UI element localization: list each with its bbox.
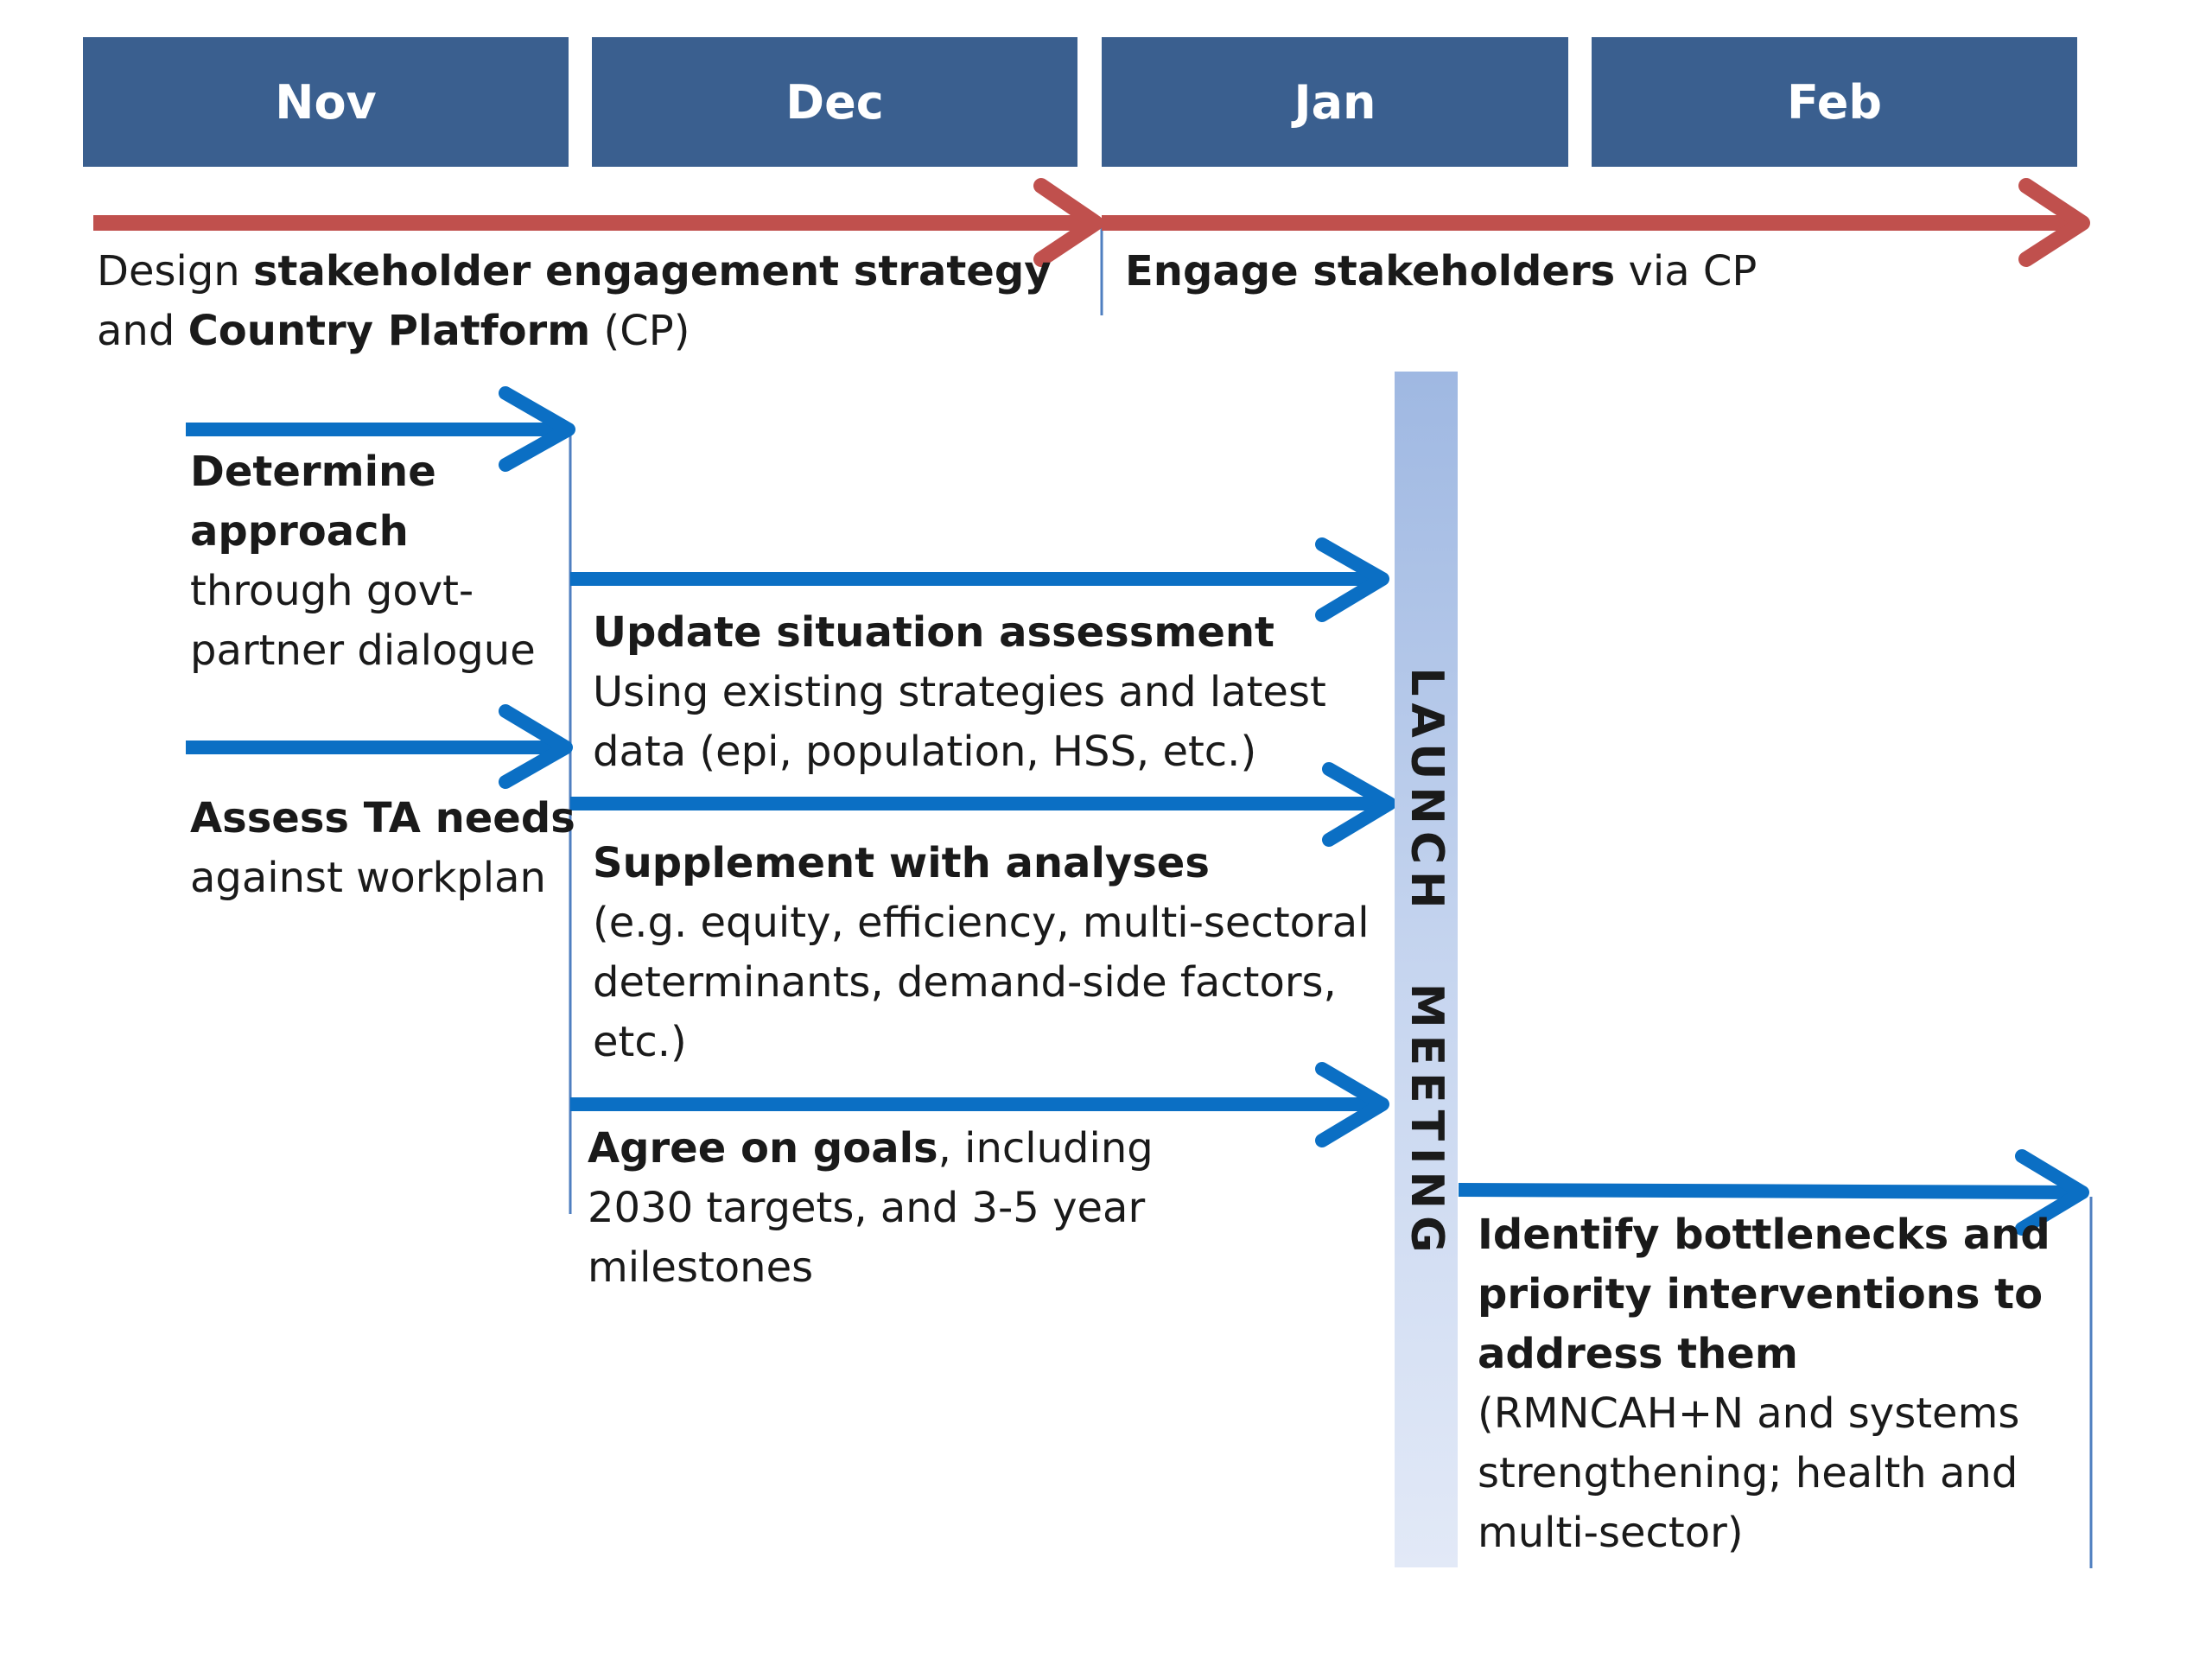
step-arrow-determine: [186, 386, 575, 472]
step-arrow-agree: [570, 1062, 1389, 1147]
step-arrow-identify: [1458, 1149, 2089, 1236]
launch-meeting-bar: [1395, 372, 1458, 1567]
step-arrow-supplement: [570, 762, 1396, 847]
step-label-agree: Agree on goals, including 2030 targets, …: [588, 1124, 1154, 1292]
month-nov: Nov: [83, 37, 569, 167]
phase-arrow-engage: [1102, 178, 2090, 267]
step-label-update: Update situation assessment Using existi…: [593, 608, 1326, 776]
step-label-supplement: Supplement with analyses (e.g. equity, e…: [593, 839, 1370, 1066]
step-label-identify: Identify bottlenecks and priority interv…: [1478, 1211, 2050, 1557]
step-arrow-assess: [186, 704, 573, 789]
phase-label-engage: Engage stakeholders via CP: [1125, 247, 1758, 296]
phase-label-design: Design stakeholder engagement strategy a…: [97, 247, 1052, 355]
step-label-assess: Assess TA needs against workplan: [190, 794, 575, 902]
month-dec: Dec: [592, 37, 1077, 167]
step-label-determine: Determine approach through govt- partner…: [190, 448, 536, 675]
launch-meeting-label: LAUNCH MEETING: [1401, 667, 1452, 1260]
month-feb: Feb: [1592, 37, 2077, 167]
step-arrow-update: [570, 537, 1389, 622]
month-jan: Jan: [1102, 37, 1568, 167]
phase-arrow-design: [93, 178, 1103, 267]
